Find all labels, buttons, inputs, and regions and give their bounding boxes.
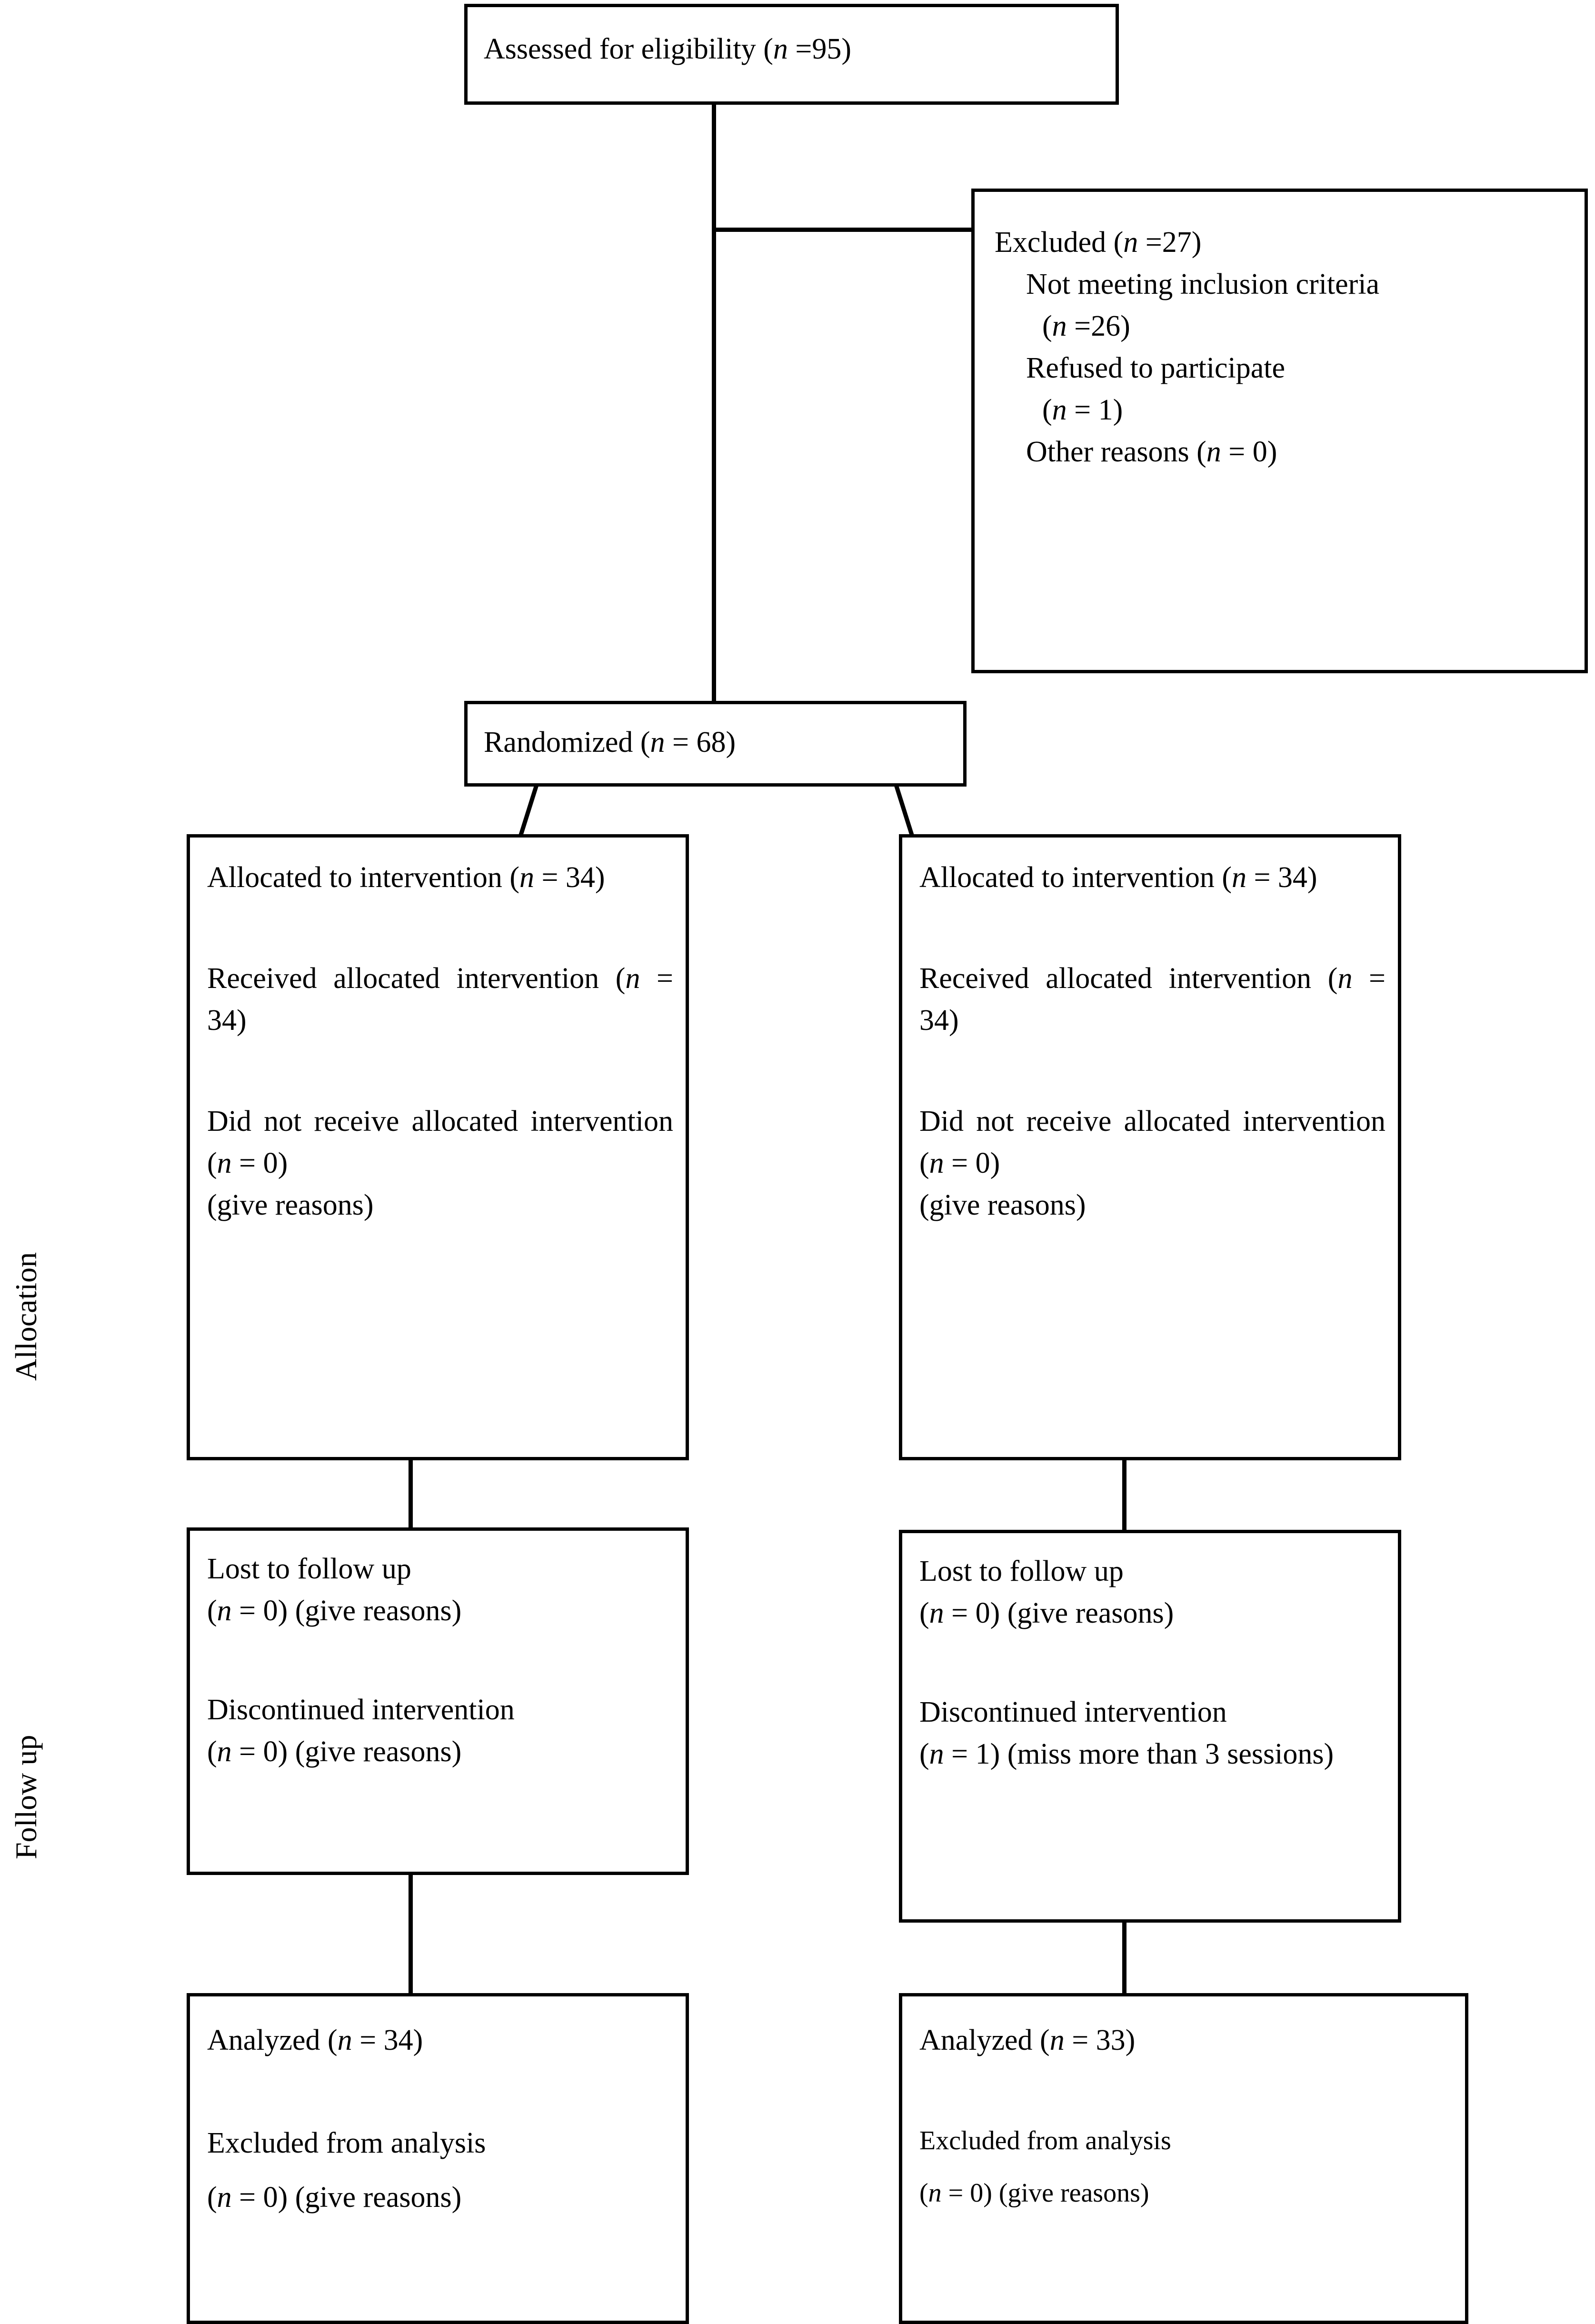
followup-right-line-2: (n = 0) (give reasons)	[919, 1597, 1174, 1630]
followup-left-line-4: (n = 0) (give reasons)	[207, 1736, 462, 1768]
box-enrollment-assessed: Assessed for eligibility (n =95)	[464, 4, 1119, 105]
followup-left-line-1: Lost to follow up	[207, 1553, 411, 1585]
box-allocation-right: Allocated to intervention (n = 34) Recei…	[899, 834, 1401, 1460]
followup-right-line-4: (n = 1) (miss more than 3 sessions)	[919, 1738, 1334, 1771]
box-analysis-left: Analyzed (n = 34) Excluded from analysis…	[187, 1993, 689, 2324]
box-randomized-text: Randomized (n = 68)	[484, 721, 952, 763]
connector-allocation-left-to-followup-left	[409, 1458, 413, 1527]
box-allocation-left: Allocated to intervention (n = 34) Recei…	[187, 834, 689, 1460]
analysis-left-line-3: (n = 0) (give reasons)	[207, 2181, 462, 2214]
followup-left-line-3: Discontinued intervention	[207, 1694, 515, 1726]
connector-enrollment-to-randomized	[712, 101, 716, 702]
allocation-left-line-3: Did not receive allocated intervention (…	[207, 1105, 673, 1180]
box-allocation-right-text: Allocated to intervention (n = 34) Recei…	[919, 857, 1386, 1226]
enrollment-line-1: Assessed for eligibility (n =95)	[484, 33, 851, 65]
allocation-left-line-1: Allocated to intervention (n = 34)	[207, 861, 605, 894]
box-followup-left: Lost to follow up (n = 0) (give reasons)…	[187, 1527, 689, 1875]
excluded-line-6: Other reasons (n = 0)	[1026, 436, 1277, 469]
allocation-left-line-2: Received allocated intervention (n = 34)	[207, 962, 674, 1037]
box-followup-left-text: Lost to follow up (n = 0) (give reasons)…	[207, 1548, 673, 1773]
box-excluded-text: Excluded (n =27) Not meeting inclusion c…	[995, 221, 1568, 473]
analysis-left-line-2: Excluded from analysis	[207, 2127, 486, 2160]
box-excluded: Excluded (n =27) Not meeting inclusion c…	[971, 189, 1588, 673]
excluded-line-3: (n =26)	[1042, 310, 1130, 343]
analysis-right-line-1: Analyzed (n = 33)	[919, 2024, 1136, 2056]
box-followup-right-text: Lost to follow up (n = 0) (give reasons)…	[919, 1550, 1386, 1775]
allocation-right-line-1: Allocated to intervention (n = 34)	[919, 861, 1317, 894]
stage-label-allocation: Allocation	[9, 1252, 43, 1381]
excluded-line-5: (n = 1)	[1042, 394, 1123, 427]
connector-allocation-right-to-followup-right	[1122, 1458, 1126, 1530]
allocation-left-line-4: (give reasons)	[207, 1189, 374, 1222]
box-analysis-left-text: Analyzed (n = 34) Excluded from analysis…	[207, 2019, 673, 2218]
excluded-line-2: Not meeting inclusion criteria	[1026, 268, 1380, 301]
box-randomized: Randomized (n = 68)	[464, 701, 967, 787]
followup-left-line-2: (n = 0) (give reasons)	[207, 1595, 462, 1627]
box-analysis-right-text: Analyzed (n = 33) Excluded from analysis…	[919, 2019, 1453, 2212]
analysis-right-line-2: Excluded from analysis	[919, 2126, 1171, 2156]
followup-right-line-1: Lost to follow up	[919, 1555, 1124, 1587]
connector-followup-left-to-analysis-left	[409, 1875, 413, 1993]
connector-enrollment-to-excluded	[712, 228, 974, 232]
box-followup-right: Lost to follow up (n = 0) (give reasons)…	[899, 1530, 1401, 1923]
connector-followup-right-to-analysis-right	[1122, 1923, 1126, 1993]
allocation-right-line-4: (give reasons)	[919, 1189, 1086, 1222]
allocation-right-line-2: Received allocated intervention (n = 34)	[919, 962, 1386, 1037]
box-analysis-right: Analyzed (n = 33) Excluded from analysis…	[899, 1993, 1468, 2324]
analysis-right-line-3: (n = 0) (give reasons)	[919, 2178, 1149, 2208]
randomized-line-1: Randomized (n = 68)	[484, 726, 736, 758]
followup-right-line-3: Discontinued intervention	[919, 1696, 1227, 1729]
box-allocation-left-text: Allocated to intervention (n = 34) Recei…	[207, 857, 673, 1226]
allocation-right-line-3: Did not receive allocated intervention (…	[919, 1105, 1386, 1180]
stage-label-follow-up: Follow up	[9, 1735, 43, 1859]
box-enrollment-text: Assessed for eligibility (n =95)	[484, 28, 1104, 70]
excluded-line-1: Excluded (n =27)	[995, 226, 1202, 259]
analysis-left-line-1: Analyzed (n = 34)	[207, 2024, 423, 2056]
excluded-line-4: Refused to participate	[1026, 352, 1286, 385]
